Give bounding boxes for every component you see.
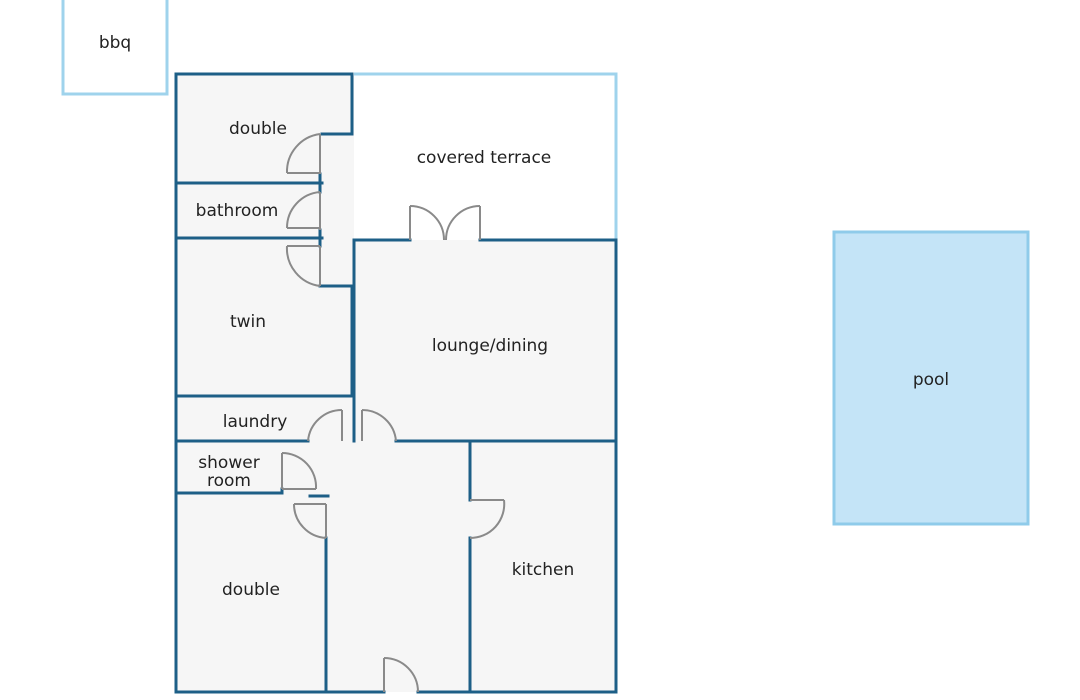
label-lounge-dining: lounge/dining bbox=[432, 336, 548, 356]
room-labels: bbq double bathroom twin covered terrace… bbox=[99, 33, 949, 600]
pool-area bbox=[832, 230, 1030, 526]
walls bbox=[174, 72, 618, 694]
bbq-area bbox=[61, 0, 169, 96]
door-double-top bbox=[285, 133, 321, 174]
label-pool: pool bbox=[913, 370, 949, 390]
label-bathroom: bathroom bbox=[196, 201, 279, 221]
label-double-bottom: double bbox=[222, 580, 280, 600]
door-laundry bbox=[307, 408, 343, 442]
door-entrance bbox=[383, 657, 419, 693]
door-shower bbox=[281, 451, 318, 490]
door-terrace-double bbox=[409, 205, 481, 241]
door-lounge bbox=[361, 408, 397, 442]
door-bathroom bbox=[285, 191, 321, 230]
door-double-bottom bbox=[292, 503, 327, 539]
label-shower-line2: room bbox=[207, 471, 251, 491]
label-kitchen: kitchen bbox=[512, 560, 575, 580]
floor-fill bbox=[176, 74, 616, 692]
covered-terrace-outline bbox=[354, 72, 618, 240]
door-kitchen bbox=[469, 499, 506, 540]
door-twin bbox=[285, 245, 321, 287]
label-shower-line1: shower bbox=[198, 453, 259, 473]
label-covered-terrace: covered terrace bbox=[417, 148, 552, 168]
label-twin: twin bbox=[230, 312, 266, 332]
label-bbq: bbq bbox=[99, 33, 131, 53]
label-laundry: laundry bbox=[223, 412, 288, 432]
doors bbox=[281, 133, 506, 693]
label-double-top: double bbox=[229, 119, 287, 139]
